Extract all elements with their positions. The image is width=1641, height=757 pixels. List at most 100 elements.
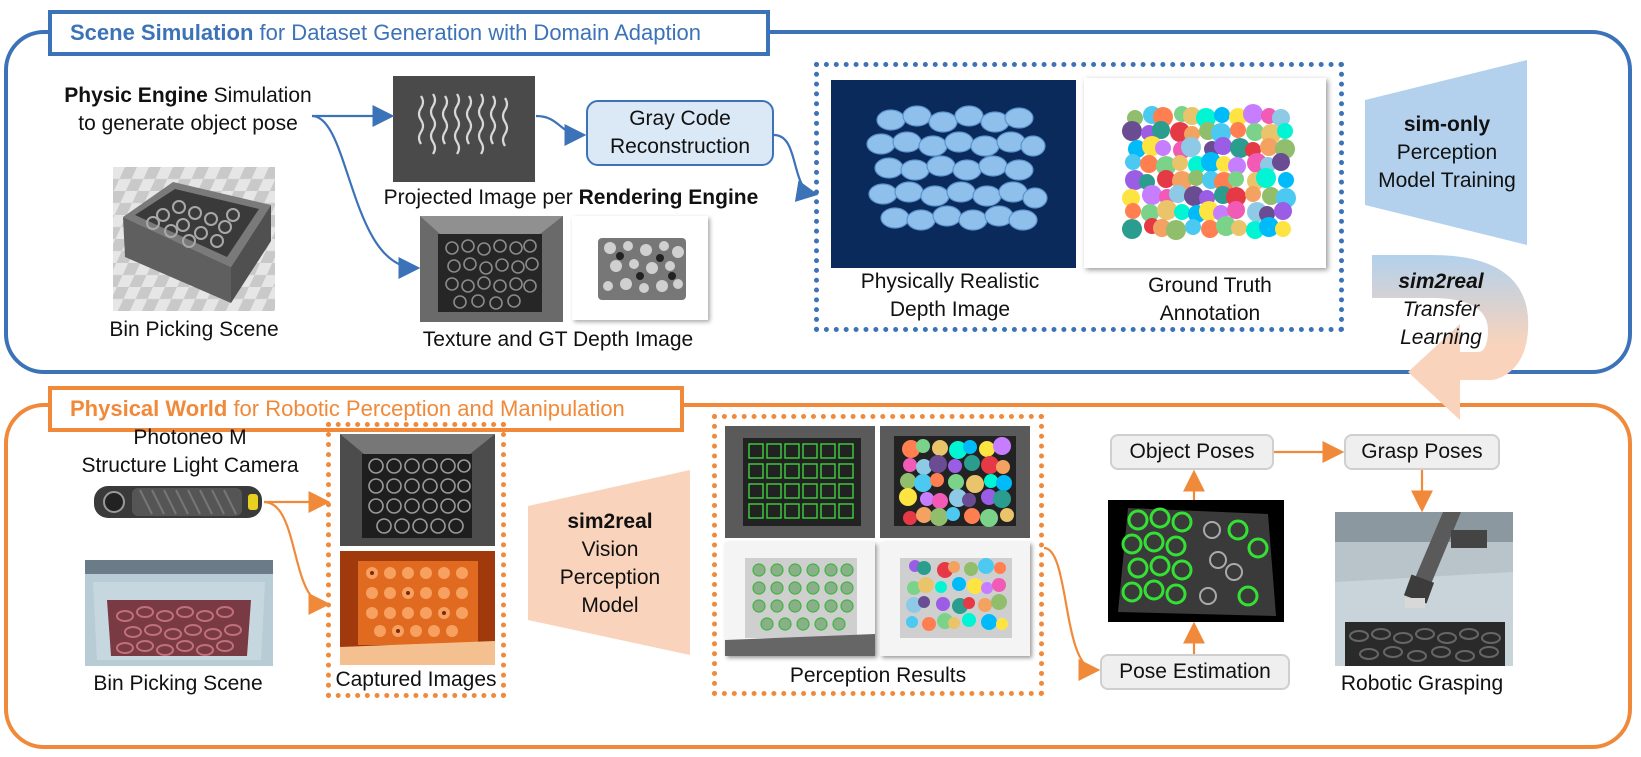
physic-engine-label: Physic Engine Simulation to generate obj… [64, 84, 312, 135]
segment-blob [1172, 155, 1188, 171]
segment-blob [1155, 140, 1171, 156]
structured-light-camera-image [92, 480, 264, 524]
segment-blob [1156, 156, 1176, 176]
segment-blob [964, 508, 980, 524]
realistic-depth-image [831, 80, 1076, 268]
segment-blob [1157, 200, 1177, 220]
segment-blob [978, 598, 992, 612]
segment-blob [1230, 138, 1250, 158]
segment-blob [1230, 122, 1246, 138]
title-strong: Physical World [70, 396, 228, 421]
segment-blob [916, 507, 932, 523]
sim-bin-scene-image [113, 167, 275, 311]
segment-blob [1128, 140, 1146, 158]
perception-sim-segmentation-image [880, 542, 1030, 656]
gt-depth-image [572, 216, 708, 320]
segment-blob [902, 440, 920, 458]
segment-blob [1122, 121, 1142, 141]
segment-blob [906, 597, 922, 613]
gray-code-line1: Gray Code [629, 107, 731, 130]
segment-blob [916, 439, 930, 453]
segment-blob [1214, 137, 1232, 155]
segment-blob [981, 614, 997, 630]
pose-estimation-image [1108, 500, 1284, 622]
segment-blob [993, 490, 1011, 508]
segment-blob [981, 582, 993, 594]
projected-image-label: Projected Image per Rendering Engine [383, 186, 759, 209]
segment-blob [996, 475, 1012, 491]
segment-blob [935, 581, 947, 593]
segment-blob [966, 475, 984, 493]
transfer-learning-label: sim2real Transfer Learning [1398, 270, 1484, 349]
segment-blob [1174, 204, 1190, 220]
segment-blob [907, 581, 921, 595]
segment-blob [1256, 168, 1276, 188]
segment-blob [1142, 185, 1162, 205]
segment-blob [900, 473, 916, 489]
segment-blob [1275, 221, 1291, 237]
segment-blob [946, 507, 960, 521]
segment-blob [991, 594, 1007, 610]
segment-blob [932, 493, 948, 509]
segment-blob [1274, 202, 1292, 220]
robotic-grasping-label: Robotic Grasping [1340, 672, 1504, 695]
segment-blob [1125, 203, 1141, 219]
segment-blob [996, 618, 1008, 630]
segment-blob [1216, 216, 1236, 236]
segment-blob [981, 489, 997, 505]
segment-blob [963, 597, 975, 609]
segment-blob [920, 492, 934, 506]
physical-world-panel [4, 403, 1632, 749]
captured-gray-image [340, 434, 495, 546]
segment-blob [1226, 187, 1246, 207]
segment-blob [981, 456, 999, 474]
segment-blob [1166, 220, 1186, 240]
scene-simulation-panel [4, 30, 1632, 374]
segment-blob [962, 613, 976, 627]
segment-blob [1243, 104, 1263, 124]
texture-image [420, 216, 563, 322]
captured-images-label: Captured Images [335, 668, 497, 691]
ground-truth-image [1084, 78, 1326, 268]
segment-blob [1272, 153, 1290, 171]
segment-blob [1272, 109, 1290, 127]
gray-code-line2: Reconstruction [609, 135, 751, 158]
segment-blob [948, 617, 960, 629]
segment-blob [963, 440, 977, 454]
texture-depth-label: Texture and GT Depth Image [422, 328, 694, 351]
captured-images-group [326, 422, 506, 698]
real-bin-scene-image [85, 560, 273, 666]
segment-blob [1140, 155, 1158, 173]
segment-blob [1228, 171, 1244, 187]
segment-blob [1122, 189, 1140, 207]
segment-blob [978, 558, 994, 574]
segment-blob [1278, 172, 1294, 188]
segment-blob [1181, 137, 1201, 157]
segment-blob [922, 617, 936, 631]
segment-blob [980, 509, 998, 527]
segment-blob [1245, 186, 1261, 202]
segment-blob [1201, 152, 1221, 172]
camera-label: Photoneo M Structure Light Camera [81, 426, 299, 477]
segment-blob [1259, 217, 1279, 237]
ground-truth-label: Ground Truth Annotation [1148, 274, 1272, 325]
vision-model-label: sim2real Vision Perception Model [559, 510, 661, 617]
segment-blob [1227, 201, 1245, 219]
perception-sim-detection-image [725, 542, 875, 656]
segment-blob [1229, 108, 1247, 126]
segment-blob [903, 511, 917, 525]
segment-blob [1231, 220, 1247, 236]
segment-blob [1262, 187, 1280, 205]
segment-blob [899, 488, 917, 506]
segment-blob [1000, 508, 1014, 522]
segment-blob [1228, 157, 1246, 175]
grasp-poses-box: Grasp Poses [1344, 434, 1500, 470]
segment-blob [952, 577, 966, 591]
sim-only-label: sim-only Perception Model Training [1378, 113, 1516, 192]
segment-blob [1152, 121, 1170, 139]
segment-blob [1169, 185, 1187, 203]
segment-blob [962, 493, 976, 507]
segment-blob [906, 616, 918, 628]
segment-blob [1184, 186, 1204, 206]
real-bin-scene-label: Bin Picking Scene [93, 672, 263, 695]
